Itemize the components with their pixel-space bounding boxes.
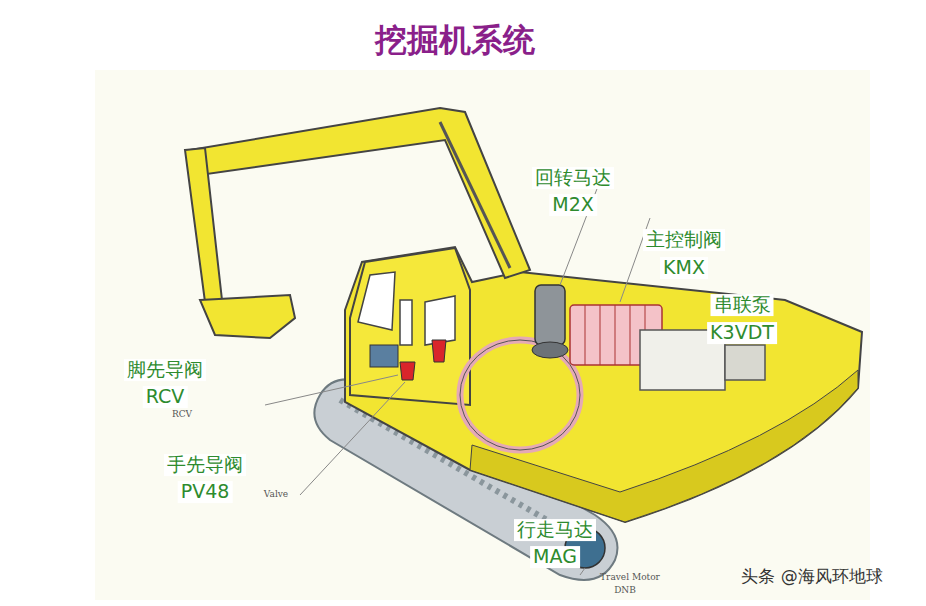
illustration-ground: [95, 70, 870, 600]
swing-ring: [460, 340, 580, 450]
faint-label: Valve: [264, 489, 288, 499]
body-side: [470, 370, 858, 522]
part-code: KMX: [660, 257, 708, 279]
part-code: K3VDT: [707, 322, 777, 344]
part-code: MAG: [530, 546, 580, 568]
leader-line: [300, 382, 405, 495]
part-name: 回转马达: [532, 167, 614, 189]
swing-gear: [532, 342, 568, 358]
cab-window: [425, 296, 455, 345]
pilot-valve-blue: [370, 345, 398, 367]
part-name: 行走马达: [514, 519, 596, 541]
faint-label: DNB: [614, 585, 636, 595]
faint-label: Travel Motor: [600, 572, 660, 582]
part-name: 手先导阀: [164, 454, 246, 476]
part-code: RCV: [143, 386, 188, 408]
valve-sections: [585, 305, 645, 365]
leader-line: [265, 375, 398, 405]
boom-cylinder: [440, 122, 510, 268]
part-code: M2X: [549, 194, 597, 216]
leader-line: [580, 568, 585, 575]
bucket: [200, 295, 295, 338]
arm: [185, 148, 222, 302]
upper-structure: [345, 247, 862, 522]
hand-pilot-valve: [432, 340, 446, 362]
leader-lines: [265, 168, 650, 575]
diagram-title: 挖掘机系统: [375, 22, 535, 59]
part-name: 主控制阀: [643, 229, 725, 251]
watermark: 头条 @海风环地球: [741, 567, 882, 587]
cab-window: [400, 300, 412, 345]
cab-window: [358, 272, 395, 330]
part-name: 脚先导阀: [124, 359, 206, 381]
faint-label: RCV: [172, 409, 192, 419]
engine: [725, 345, 765, 380]
swing-ring-edge: [460, 340, 580, 450]
swing-motor: [535, 285, 565, 345]
part-name: 串联泵: [711, 294, 774, 316]
pedal-pilot-valve: [400, 362, 415, 380]
part-code: PV48: [178, 481, 233, 503]
boom: [190, 108, 530, 278]
